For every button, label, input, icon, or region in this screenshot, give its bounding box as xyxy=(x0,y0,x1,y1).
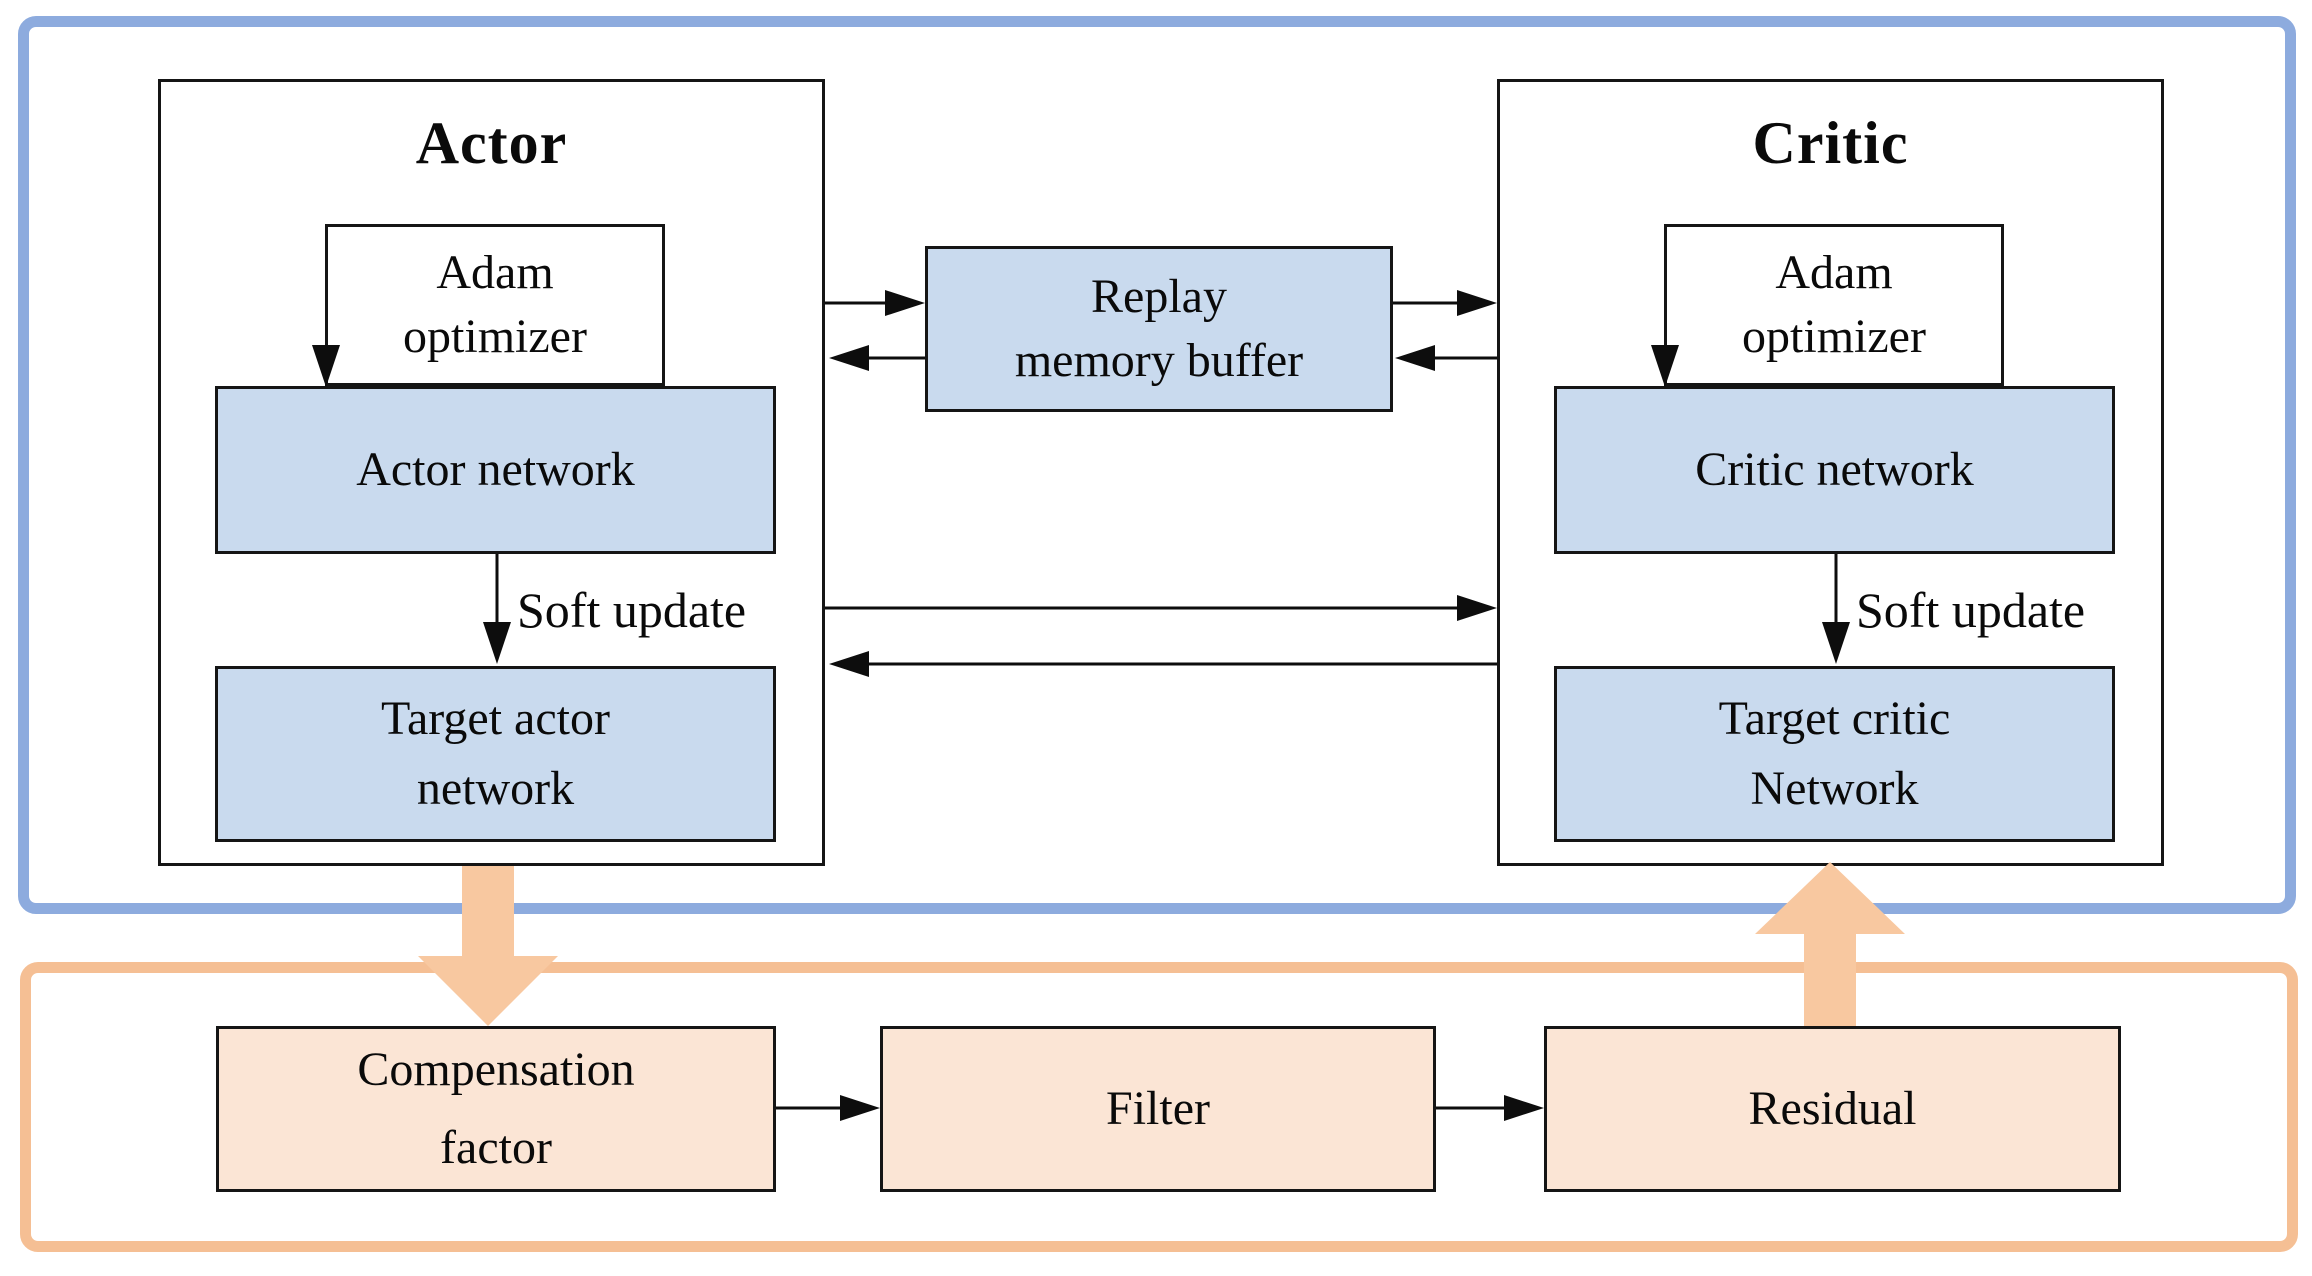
actor-network-label: Actor network xyxy=(356,443,635,496)
critic-panel-title: Critic xyxy=(1752,109,1909,176)
target-critic-line1: Target critic xyxy=(1718,692,1951,745)
critic-network-label: Critic network xyxy=(1695,443,1974,496)
actor-network-box: Actor network xyxy=(215,386,776,554)
target-actor-line1: Target actor xyxy=(381,692,610,745)
residual-box: Residual xyxy=(1544,1026,2121,1192)
critic-adam-optimizer-line1: Adam xyxy=(1775,246,1893,299)
compensation-factor-box: Compensation factor xyxy=(216,1026,776,1192)
actor-adam-optimizer-line2: optimizer xyxy=(403,310,587,363)
actor-panel-title: Actor xyxy=(415,109,568,176)
actor-adam-optimizer-box: Adam optimizer xyxy=(325,224,665,386)
compensation-pipeline-outer-frame xyxy=(20,962,2298,1252)
replay-buffer-line2: memory buffer xyxy=(1014,334,1304,387)
target-actor-line2: network xyxy=(416,762,575,815)
replay-memory-buffer-box: Replay memory buffer xyxy=(925,246,1393,412)
compensation-line2: factor xyxy=(440,1121,552,1174)
filter-box: Filter xyxy=(880,1026,1436,1192)
actor-adam-optimizer-line1: Adam xyxy=(436,246,554,299)
critic-adam-optimizer-line2: optimizer xyxy=(1742,310,1926,363)
rl-agent-outer-frame xyxy=(18,16,2296,914)
filter-label: Filter xyxy=(1106,1082,1210,1135)
critic-network-box: Critic network xyxy=(1554,386,2115,554)
critic-adam-optimizer-box: Adam optimizer xyxy=(1664,224,2004,386)
compensation-line1: Compensation xyxy=(357,1043,635,1096)
replay-buffer-line1: Replay xyxy=(1091,270,1227,323)
critic-soft-update-label: Soft update xyxy=(1856,582,2086,638)
target-critic-network-box: Target critic Network xyxy=(1554,666,2115,842)
residual-label: Residual xyxy=(1748,1082,1917,1135)
actor-soft-update-label: Soft update xyxy=(517,582,747,638)
target-actor-network-box: Target actor network xyxy=(215,666,776,842)
target-critic-line2: Network xyxy=(1750,762,1919,815)
